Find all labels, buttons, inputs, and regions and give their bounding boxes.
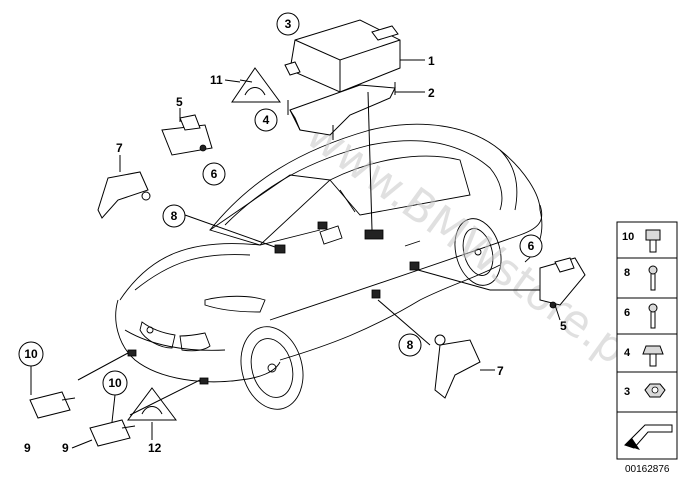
svg-text:9: 9 (24, 441, 31, 455)
svg-text:4: 4 (624, 347, 631, 359)
svg-text:5: 5 (176, 95, 183, 109)
callout-4: 4 (254, 108, 278, 132)
callout-9-left: 9 (24, 441, 31, 455)
part-5-sensor-bracket-right (490, 257, 586, 321)
svg-text:6: 6 (624, 307, 630, 319)
svg-text:10: 10 (108, 376, 122, 390)
callout-11: 11 (210, 73, 241, 87)
part-9-sensor-front-center (89, 419, 136, 447)
legend-item-3: 3 (624, 383, 666, 398)
legend-item-4: 4 (624, 345, 664, 367)
svg-text:6: 6 (528, 239, 535, 253)
legend-item-8: 8 (624, 265, 658, 291)
part-11-warning-label (231, 67, 281, 103)
svg-text:5: 5 (560, 319, 567, 333)
callout-7-left: 7 (116, 141, 123, 155)
svg-text:10: 10 (622, 231, 634, 243)
callout-9-center: 9 (62, 439, 93, 455)
callout-5-right: 5 (560, 319, 567, 333)
callout-1: 1 (428, 54, 435, 68)
callout-8-left: 8 (162, 204, 186, 228)
part-5-sensor-bracket-top (161, 108, 213, 156)
part-1-control-unit (284, 19, 425, 93)
part-7-sensor-right (434, 334, 495, 399)
svg-text:12: 12 (148, 441, 162, 455)
part-7-sensor-left (97, 155, 151, 219)
diagram-reference-number: 00162876 (625, 464, 670, 475)
legend-item-10: 10 (622, 229, 661, 253)
svg-text:2: 2 (428, 86, 435, 100)
callout-5-top: 5 (176, 95, 183, 109)
car-outline (115, 123, 543, 410)
svg-text:7: 7 (116, 141, 123, 155)
legend-arrow-icon (624, 424, 673, 450)
svg-text:9: 9 (62, 441, 69, 455)
watermark-text: www.BMWstore.pl (297, 108, 647, 381)
svg-text:8: 8 (624, 267, 630, 279)
callout-3: 3 (276, 12, 300, 36)
fastener-legend: 10 8 6 4 3 (616, 221, 678, 460)
svg-text:1: 1 (428, 54, 435, 68)
part-2-bracket (287, 82, 425, 140)
callout-8-right: 8 (398, 333, 422, 357)
leader-lines (77, 91, 491, 416)
callout-2: 2 (428, 86, 435, 100)
callout-6-right: 6 (519, 234, 543, 258)
svg-text:3: 3 (624, 386, 630, 398)
svg-text:6: 6 (211, 167, 218, 181)
svg-text:10: 10 (24, 347, 38, 361)
legend-item-6: 6 (624, 303, 658, 329)
callout-6-top: 6 (202, 162, 226, 186)
callout-12: 12 (148, 422, 162, 455)
svg-text:8: 8 (407, 338, 414, 352)
svg-text:11: 11 (210, 73, 223, 87)
svg-text:4: 4 (263, 113, 270, 127)
svg-text:8: 8 (171, 209, 178, 223)
svg-text:7: 7 (497, 364, 504, 378)
callout-10-center: 10 (102, 370, 128, 423)
part-9-sensor-front-left (29, 391, 76, 419)
callout-7-right: 7 (497, 364, 504, 378)
callout-10-left: 10 (18, 341, 44, 395)
svg-text:3: 3 (285, 17, 292, 31)
